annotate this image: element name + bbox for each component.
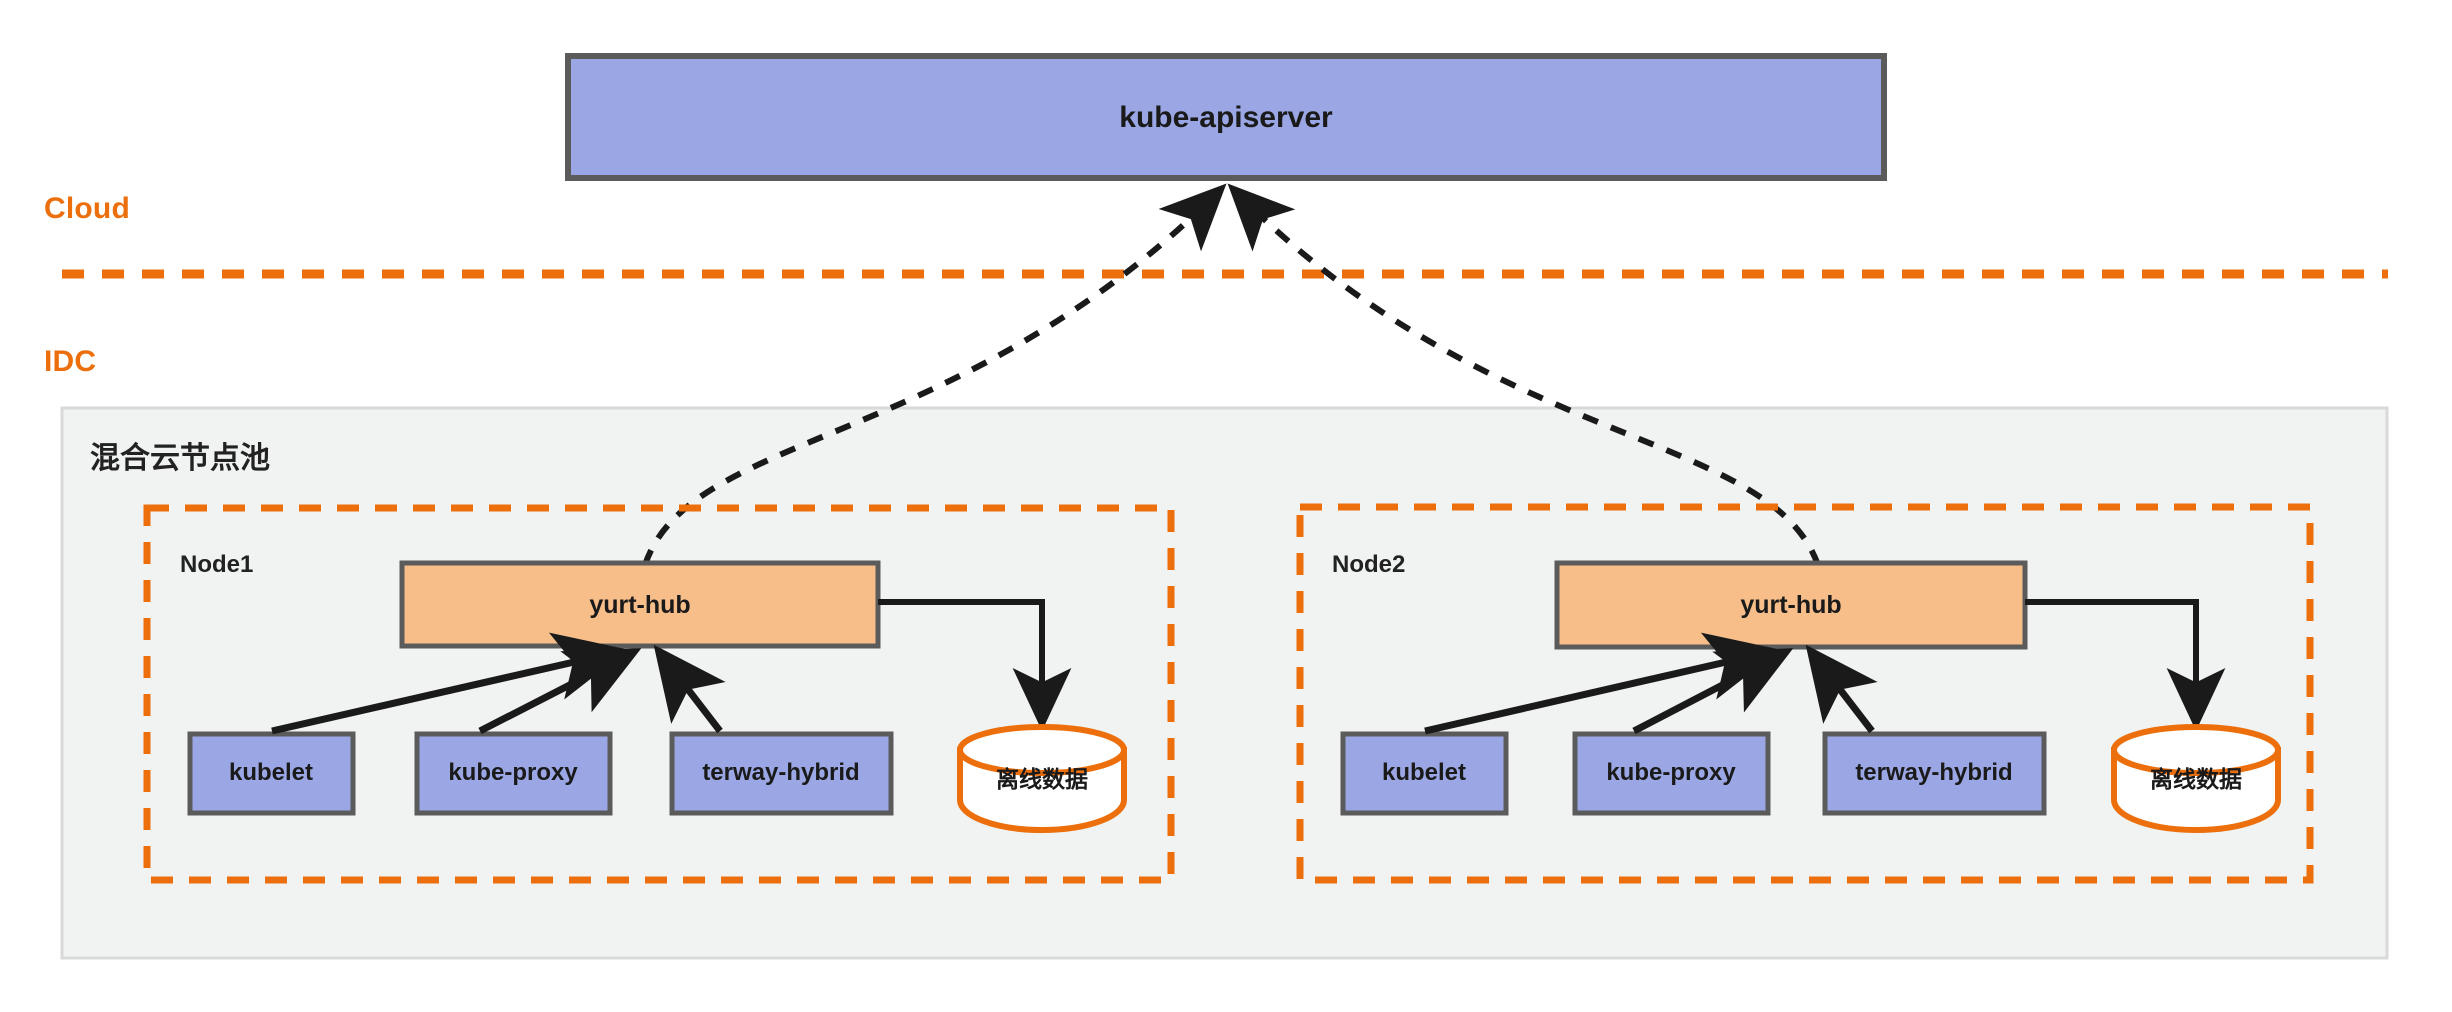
node2-terway-hybrid-rect	[1822, 731, 2047, 816]
node2-kubelet-label: kubelet	[1382, 759, 1466, 786]
zone-label-cloud: Cloud	[44, 192, 130, 225]
node1-kubelet-box[interactable]: kubelet	[187, 731, 356, 816]
node2-offline-data-store[interactable]: 离线数据	[2111, 724, 2281, 833]
node2-kubelet-rect	[1340, 731, 1509, 816]
node2-store-top	[2111, 724, 2281, 776]
arrow-node1-kube-proxy-to-hub	[478, 648, 642, 735]
kube-apiserver-rect	[565, 53, 1887, 181]
kube-apiserver-label: kube-apiserver	[1119, 101, 1333, 134]
node2-kube-proxy-rect	[1572, 731, 1771, 816]
node1-yurt-hub-rect	[399, 560, 881, 649]
node1-kubelet-label: kubelet	[229, 759, 313, 786]
node1-kubelet-rect	[187, 731, 356, 816]
node2-kube-proxy-label: kube-proxy	[1606, 759, 1736, 786]
link-node1-hub-to-apiserver	[642, 183, 1227, 566]
arrow-node2-hub-to-store	[2025, 599, 2226, 731]
node1-yurt-hub-label: yurt-hub	[589, 591, 690, 619]
node1-kube-proxy-rect	[414, 731, 613, 816]
node1-kube-proxy-label: kube-proxy	[448, 759, 578, 786]
node1-label: Node1	[180, 551, 253, 578]
node2-kubelet-box[interactable]: kubelet	[1340, 731, 1509, 816]
arrow-node2-terway-to-hub	[1805, 644, 1878, 734]
node1-frame	[143, 504, 1175, 884]
link-node2-hub-to-apiserver	[1227, 183, 1821, 567]
zone-label-idc: IDC	[44, 345, 96, 378]
node2-frame	[1296, 503, 2314, 884]
arrow-node2-kube-proxy-to-hub	[1632, 648, 1794, 735]
arrow-node1-hub-to-store	[878, 599, 1072, 731]
node2-terway-hybrid-label: terway-hybrid	[1855, 759, 2012, 786]
node1-group: Node1 yurt-hub kubelet kube-proxy terway…	[143, 504, 1175, 884]
arrow-node1-terway-to-hub	[653, 644, 726, 734]
node1-terway-hybrid-label: terway-hybrid	[702, 759, 859, 786]
node1-offline-data-store[interactable]: 离线数据	[957, 724, 1127, 833]
node2-terway-hybrid-box[interactable]: terway-hybrid	[1822, 731, 2047, 816]
node2-yurt-hub-box[interactable]: yurt-hub	[1554, 560, 2028, 650]
node2-yurt-hub-label: yurt-hub	[1740, 591, 1841, 619]
node1-kube-proxy-box[interactable]: kube-proxy	[414, 731, 613, 816]
node1-terway-hybrid-box[interactable]: terway-hybrid	[669, 731, 894, 816]
node1-store-top	[957, 724, 1127, 776]
node2-group: Node2 yurt-hub kubelet kube-proxy terway…	[1296, 503, 2314, 884]
kube-apiserver-box[interactable]: kube-apiserver	[565, 53, 1887, 181]
node-pool-label: 混合云节点池	[90, 441, 270, 475]
node2-label: Node2	[1332, 551, 1405, 578]
node1-yurt-hub-box[interactable]: yurt-hub	[399, 560, 881, 649]
node1-terway-hybrid-rect	[669, 731, 894, 816]
node2-kube-proxy-box[interactable]: kube-proxy	[1572, 731, 1771, 816]
node2-store-label: 离线数据	[2150, 766, 2242, 792]
node-pool-container: 混合云节点池	[60, 406, 2389, 960]
node2-yurt-hub-rect	[1554, 560, 2028, 650]
node-pool-background	[60, 406, 2389, 960]
node1-store-label: 离线数据	[996, 766, 1088, 792]
